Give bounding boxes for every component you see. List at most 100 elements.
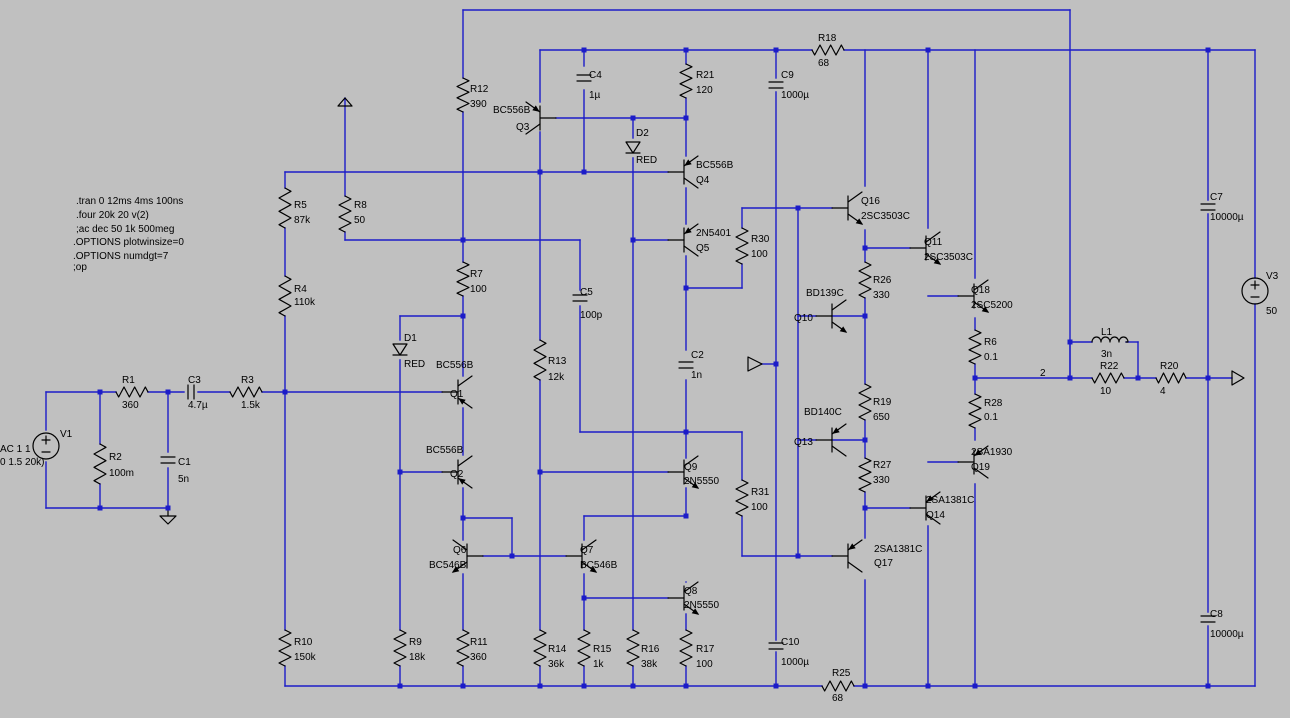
transistor-model: BC556B	[436, 360, 474, 371]
transistor-ref: Q3	[516, 122, 530, 133]
transistor-model: 2SC5200	[971, 300, 1013, 311]
transistor-model: BD140C	[804, 407, 842, 418]
transistor-Q10[interactable]	[815, 299, 848, 333]
transistor-Q17[interactable]	[831, 539, 863, 573]
resistor-R11[interactable]	[456, 629, 470, 667]
capacitor-C10[interactable]	[768, 642, 784, 650]
resistor-R5[interactable]	[278, 187, 292, 229]
transistor-Q7[interactable]	[565, 539, 598, 573]
resistor-R6[interactable]	[968, 329, 982, 365]
junction	[509, 553, 515, 559]
diode-D1[interactable]	[392, 343, 408, 356]
resistor-value: 87k	[294, 215, 311, 226]
resistor-R2[interactable]	[93, 443, 107, 485]
transistor-Q18[interactable]	[957, 279, 990, 313]
v1-label: V1	[60, 429, 73, 440]
junction	[537, 469, 543, 475]
transistor-model: 2SC3503C	[924, 252, 973, 263]
resistor-R31[interactable]	[735, 479, 749, 517]
capacitor-ref: C9	[781, 70, 794, 81]
resistor-R3[interactable]	[229, 386, 263, 398]
resistor-R27[interactable]	[858, 457, 872, 493]
labels: .tran 0 12ms 4ms 100ns.four 20k 20 v(2);…	[0, 33, 1279, 704]
transistor-Q4[interactable]	[667, 155, 699, 189]
capacitor-C2[interactable]	[678, 361, 694, 369]
resistor-value: 0.1	[984, 412, 998, 423]
resistor-ref: R16	[641, 644, 660, 655]
transistor-Q2[interactable]	[441, 455, 473, 489]
junction	[537, 169, 543, 175]
capacitor-C9[interactable]	[768, 81, 784, 89]
probe-arrow-icon	[337, 97, 353, 107]
resistor-R26[interactable]	[858, 261, 872, 299]
resistor-R25[interactable]	[821, 680, 855, 692]
capacitor-C4[interactable]	[576, 74, 592, 82]
spice-directive: .OPTIONS numdgt=7	[73, 251, 169, 262]
capacitor-C7[interactable]	[1200, 203, 1216, 211]
capacitor-ref: C1	[178, 457, 191, 468]
resistor-R8[interactable]	[338, 195, 352, 233]
resistor-R30[interactable]	[735, 227, 749, 265]
capacitor-C1[interactable]	[160, 456, 176, 464]
capacitor-C5[interactable]	[572, 294, 588, 302]
capacitor-ref: C2	[691, 350, 704, 361]
junction	[165, 389, 171, 395]
transistor-Q14[interactable]	[909, 491, 941, 525]
diode-value: RED	[636, 155, 657, 166]
resistor-value: 36k	[548, 659, 565, 670]
capacitor-C3[interactable]	[187, 384, 195, 400]
capacitor-C8[interactable]	[1200, 615, 1216, 623]
junction	[862, 313, 868, 319]
resistor-R18[interactable]	[811, 44, 845, 56]
resistor-R20[interactable]	[1155, 372, 1187, 384]
resistor-R1[interactable]	[115, 386, 149, 398]
capacitor-ref: C5	[580, 287, 593, 298]
resistor-R21[interactable]	[679, 63, 693, 99]
transistor-ref: Q2	[450, 469, 464, 480]
resistor-value: 38k	[641, 659, 658, 670]
inductor-L1[interactable]	[1091, 336, 1129, 343]
diode-D2[interactable]	[625, 141, 641, 154]
transistor-Q6[interactable]	[451, 539, 484, 573]
resistor-R9[interactable]	[393, 629, 407, 667]
resistor-R14[interactable]	[533, 629, 547, 667]
voltage-source-V1[interactable]	[32, 432, 60, 460]
junction	[1067, 339, 1073, 345]
resistor-R12[interactable]	[456, 77, 470, 113]
resistor-R13[interactable]	[533, 339, 547, 381]
resistor-R28[interactable]	[968, 393, 982, 429]
junction	[1205, 47, 1211, 53]
voltage-source-V3[interactable]	[1241, 277, 1269, 305]
resistor-R7[interactable]	[456, 261, 470, 297]
transistor-model: BC546B	[580, 560, 618, 571]
transistor-ref: Q8	[684, 586, 698, 597]
resistor-R17[interactable]	[679, 629, 693, 667]
transistor-Q16[interactable]	[831, 191, 864, 225]
capacitor-ref: C4	[589, 70, 602, 81]
transistor-Q1[interactable]	[441, 375, 473, 409]
transistor-model: BC556B	[493, 105, 531, 116]
transistor-Q19[interactable]	[957, 445, 989, 479]
inductor-ref: L1	[1101, 327, 1113, 338]
junction	[165, 505, 171, 511]
resistor-value: 120	[696, 85, 713, 96]
transistor-Q13[interactable]	[815, 423, 847, 457]
resistor-R22[interactable]	[1091, 372, 1125, 384]
junction	[862, 437, 868, 443]
resistor-R16[interactable]	[626, 629, 640, 667]
transistor-Q5[interactable]	[667, 223, 699, 257]
transistor-Q11[interactable]	[909, 231, 942, 265]
transistor-Q3[interactable]	[525, 101, 557, 135]
resistor-value: 4	[1160, 386, 1166, 397]
transistor-Q9[interactable]	[667, 455, 700, 489]
resistor-R19[interactable]	[858, 383, 872, 421]
v1-value-1: AC 1 1	[0, 444, 31, 455]
resistor-value: 110k	[294, 297, 316, 308]
resistor-R15[interactable]	[577, 629, 591, 667]
resistor-R10[interactable]	[278, 629, 292, 667]
resistor-value: 150k	[294, 652, 317, 663]
resistor-R4[interactable]	[278, 275, 292, 317]
resistor-value: 330	[873, 290, 890, 301]
transistor-Q8[interactable]	[667, 581, 700, 615]
